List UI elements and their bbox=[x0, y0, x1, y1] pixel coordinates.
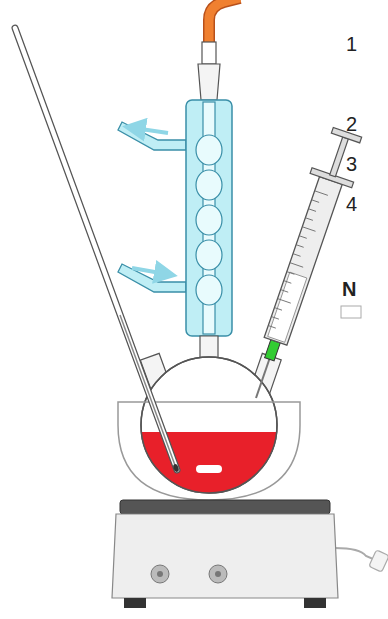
condenser-jacket bbox=[186, 100, 232, 336]
liquid bbox=[130, 432, 290, 502]
ground-joint bbox=[198, 64, 220, 100]
hose bbox=[209, 0, 240, 48]
condenser-bulbs bbox=[196, 102, 222, 334]
stirrer-hotplate bbox=[112, 500, 388, 608]
note-heading: N bbox=[342, 279, 356, 299]
stir-bar bbox=[196, 465, 222, 473]
flow-arrow bbox=[134, 128, 168, 133]
callout-number: 1 bbox=[346, 34, 357, 54]
legend-box bbox=[341, 306, 361, 318]
hose bbox=[209, 0, 240, 48]
flow-arrow bbox=[132, 268, 166, 274]
thermometer bbox=[15, 28, 180, 473]
callout-number: 2 bbox=[346, 114, 357, 134]
water-outlet bbox=[118, 122, 186, 150]
water-inlet bbox=[118, 264, 186, 292]
adapter bbox=[202, 42, 216, 64]
heating-bath bbox=[118, 402, 300, 500]
callout-number: 4 bbox=[346, 194, 357, 214]
callout-number: 3 bbox=[346, 154, 357, 174]
syringe bbox=[235, 125, 368, 405]
